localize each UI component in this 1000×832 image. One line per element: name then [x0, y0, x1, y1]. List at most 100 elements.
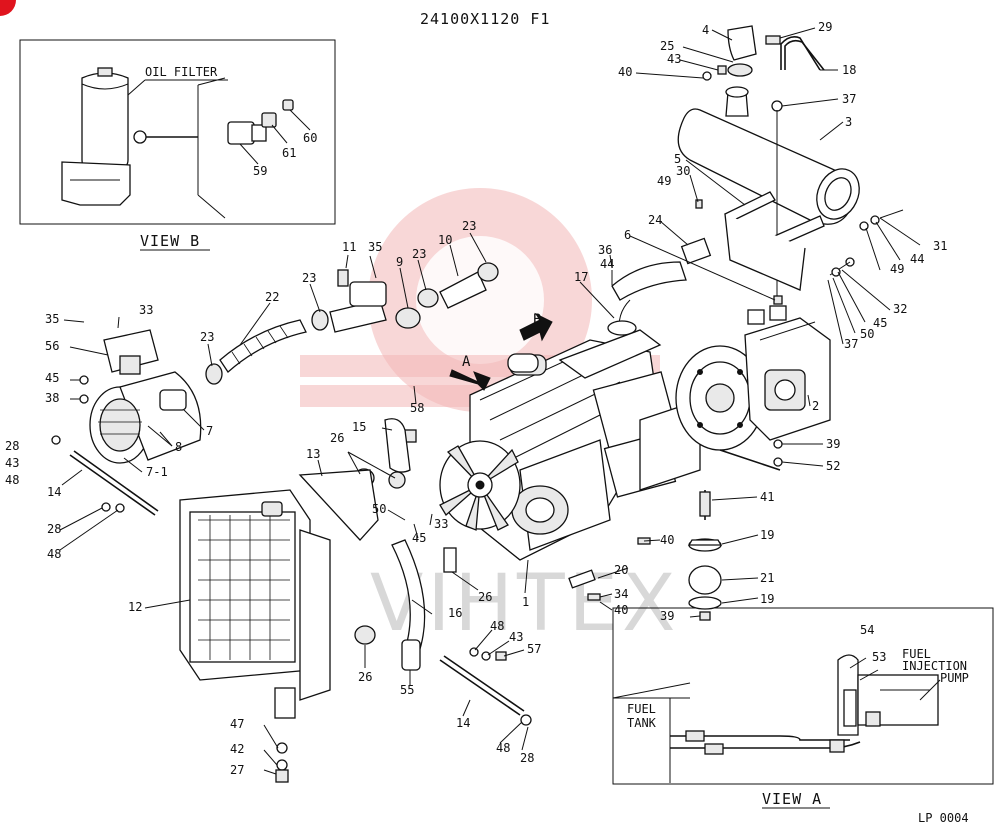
callout-label: 22	[265, 290, 279, 304]
callout-label: 10	[438, 233, 452, 247]
callout-label: 7	[206, 424, 213, 438]
callout-label: 5	[674, 152, 681, 166]
callout-label: 3	[845, 115, 852, 129]
callout-61: 61	[282, 146, 296, 160]
fuel-pump-label-2: INJECTION	[902, 659, 967, 673]
callout-label: 6	[624, 228, 631, 242]
callout-label: 47	[230, 717, 244, 731]
callout-label: 32	[893, 302, 907, 316]
view-b-title: VIEW B	[140, 232, 200, 250]
callout-label: 29	[818, 20, 832, 34]
callout-label: 44	[600, 257, 614, 271]
page-code: LP 0004	[918, 811, 969, 825]
callout-label: 33	[434, 517, 448, 531]
callout-label: 23	[200, 330, 214, 344]
fuel-tank-label-1: FUEL	[627, 702, 656, 716]
callout-label: 12	[128, 600, 142, 614]
callout-label: 19	[760, 528, 774, 542]
callout-label: 4	[702, 23, 709, 37]
view-a-inset: FUEL TANK 54 53 FUEL INJECTION PUMP	[612, 607, 994, 785]
callout-label: 45	[873, 316, 887, 330]
callout-label: 49	[657, 174, 671, 188]
air-cleaner	[79, 329, 202, 464]
callout-label: 9	[396, 255, 403, 269]
callout-label: 42	[230, 742, 244, 756]
callout-53: 53	[872, 650, 886, 664]
callout-label: 45	[412, 531, 426, 545]
callout-59: 59	[253, 164, 267, 178]
view-arrow-a: A	[449, 354, 491, 391]
callout-label: 28	[47, 522, 61, 536]
fuel-pump-label-3: PUMP	[940, 671, 969, 685]
callout-label: 30	[676, 164, 690, 178]
callout-label: 24	[648, 213, 662, 227]
callout-label: 23	[302, 271, 316, 285]
fuel-pump-label-1: FUEL	[902, 647, 931, 661]
flywheel-housing	[675, 305, 831, 471]
callout-label: 48	[5, 473, 19, 487]
callout-label: 39	[660, 609, 674, 623]
callout-label: 33	[139, 303, 153, 317]
arrow-b-label: B	[533, 312, 541, 328]
callout-label: 35	[368, 240, 382, 254]
callout-label: 50	[372, 502, 386, 516]
callout-label: 35	[45, 312, 59, 326]
drawing-code: 24100X1120 F1	[420, 10, 550, 28]
callout-label: 43	[667, 52, 681, 66]
callout-label: 18	[842, 63, 856, 77]
callout-label: 1	[522, 595, 529, 609]
callout-label: 55	[400, 683, 414, 697]
leader-lines	[59, 27, 921, 775]
callout-label: 26	[358, 670, 372, 684]
callout-labels: 4 29 25 43 18 40 37 3 5 30 49 24 6 31 49…	[5, 20, 947, 777]
callout-label: 45	[45, 371, 59, 385]
callout-label: 2	[812, 399, 819, 413]
radiator	[179, 489, 331, 783]
callout-label: 14	[456, 716, 470, 730]
muffler-assembly	[607, 25, 904, 336]
callout-54: 54	[860, 623, 874, 637]
callout-label: 37	[842, 92, 856, 106]
callout-label: 16	[448, 606, 462, 620]
callout-label: 26	[478, 590, 492, 604]
callout-label: 19	[760, 592, 774, 606]
callout-label: 40	[614, 603, 628, 617]
view-b-inset: OIL FILTER 60 61 59	[19, 39, 336, 225]
callout-label: 39	[826, 437, 840, 451]
callout-label: 57	[527, 642, 541, 656]
arrow-a-label: A	[462, 354, 471, 370]
oil-filter-label: OIL FILTER	[145, 65, 218, 79]
callout-label: 8	[175, 440, 182, 454]
view-arrow-b: B	[519, 312, 553, 342]
callout-label: 11	[342, 240, 356, 254]
callout-label: 25	[660, 39, 674, 53]
callout-label: 7-1	[146, 465, 168, 479]
callout-label: 58	[410, 401, 424, 415]
callout-label: 21	[760, 571, 774, 585]
callout-label: 56	[45, 339, 59, 353]
brackets-rods	[51, 435, 532, 726]
callout-label: 20	[614, 563, 628, 577]
cooling-fan	[439, 440, 521, 531]
callout-label: 41	[760, 490, 774, 504]
callout-label: 28	[5, 439, 19, 453]
callout-label: 37	[844, 337, 858, 351]
callout-label: 17	[574, 270, 588, 284]
callout-label: 14	[47, 485, 61, 499]
callout-label: 28	[520, 751, 534, 765]
callout-label: 48	[490, 619, 504, 633]
callout-label: 50	[860, 327, 874, 341]
fuel-tank-label-2: TANK	[627, 716, 657, 730]
callout-label: 31	[933, 239, 947, 253]
callout-label: 52	[826, 459, 840, 473]
callout-label: 48	[496, 741, 510, 755]
callout-label: 23	[462, 219, 476, 233]
callout-label: 27	[230, 763, 244, 777]
callout-label: 43	[509, 630, 523, 644]
callout-label: 40	[660, 533, 674, 547]
callout-label: 23	[412, 247, 426, 261]
callout-label: 34	[614, 587, 628, 601]
callout-label: 38	[45, 391, 59, 405]
callout-label: 44	[910, 252, 924, 266]
